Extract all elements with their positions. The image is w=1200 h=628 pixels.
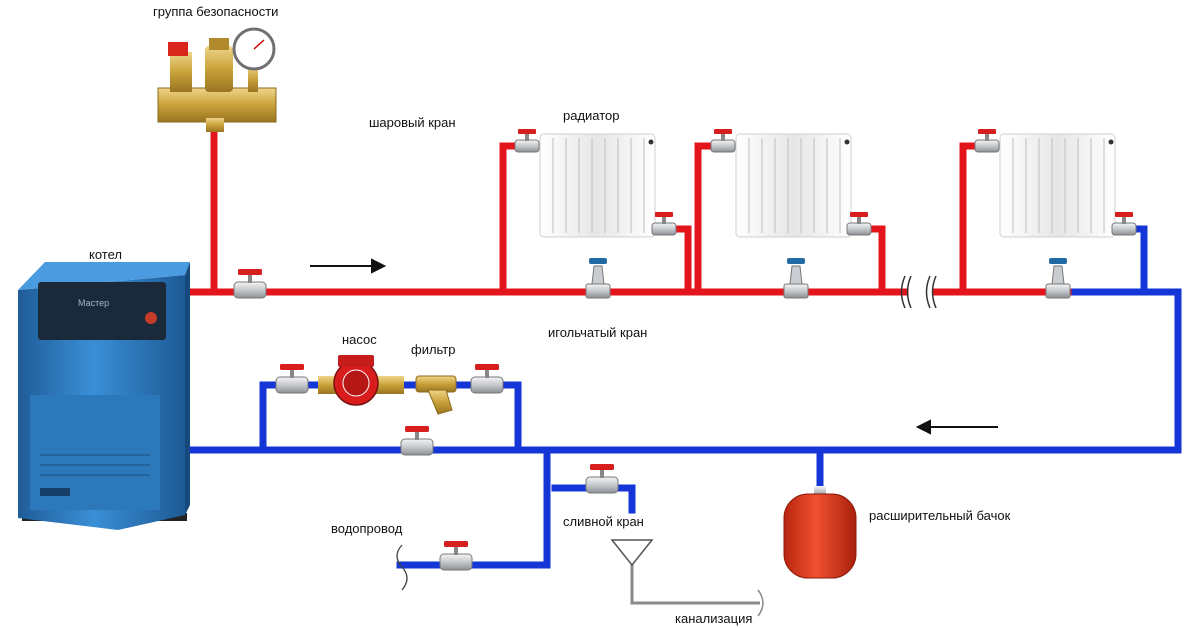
safety-group: [157, 27, 277, 132]
supply-riser-radiator-3: [959, 142, 984, 296]
water-supply-valve-icon: [439, 541, 473, 571]
expansion-tank: [783, 486, 857, 579]
ball-valve-icon: [651, 212, 677, 236]
filter-label: фильтр: [411, 342, 456, 357]
expansion-tank-label: расширительный бачок: [869, 508, 1011, 523]
supply-riser-radiator-1: [499, 142, 524, 296]
ball-valve-label: шаровый кран: [369, 115, 456, 130]
water-supply-label: водопровод: [331, 521, 403, 536]
radiator-1: [539, 133, 656, 238]
drain-valve-branch: [551, 484, 636, 514]
drain-valve-label: сливной кран: [563, 514, 644, 529]
needle-valve-icon: [1045, 258, 1071, 299]
supply-riser-radiator-2: [694, 142, 720, 296]
pump-inlet-valve-icon: [275, 364, 309, 394]
pump-label: насос: [342, 332, 377, 347]
circulation-pump: [318, 355, 404, 406]
sewer-line: [630, 560, 764, 617]
funnel-icon: [610, 539, 654, 567]
pump-bypass-loop: [259, 381, 522, 454]
arrow-left-icon: [915, 419, 998, 435]
boiler: Мастер: [18, 262, 190, 530]
radiator-label: радиатор: [563, 108, 620, 123]
ball-valve-icon: [846, 212, 872, 236]
radiator-2-return-drop: [856, 225, 886, 296]
return-main-pipe: [186, 288, 1182, 454]
radiator-1-return-drop: [661, 225, 692, 296]
needle-valve-icon: [783, 258, 809, 299]
safety-group-label: группа безопасности: [153, 4, 279, 19]
drain-ball-valve-icon: [585, 464, 619, 494]
pump-outlet-valve-icon: [470, 364, 504, 394]
arrow-right-icon: [310, 258, 387, 274]
strainer-filter: [415, 375, 457, 415]
pipe-break-icon: [900, 275, 937, 309]
radiator-3-return-drop: [1121, 225, 1148, 296]
ball-valve-icon: [1111, 212, 1137, 236]
radiator-ball-valves: [514, 129, 1137, 236]
needle-valve-label: игольчатый кран: [548, 325, 648, 340]
radiator-2: [735, 133, 852, 238]
sewer-label: канализация: [675, 611, 753, 626]
ball-valve-icon: [710, 129, 736, 153]
supply-ball-valve-icon: [233, 269, 267, 299]
main-ball-valves: [233, 269, 619, 571]
bypass-valve-icon: [400, 426, 434, 456]
radiator-3: [999, 133, 1116, 238]
needle-valve-icon: [585, 258, 611, 299]
boiler-brand: Мастер: [78, 298, 109, 308]
ball-valve-icon: [974, 129, 1000, 153]
boiler-label: котел: [89, 247, 122, 262]
ball-valve-icon: [514, 129, 540, 153]
water-supply-wave-icon: [396, 544, 408, 591]
needle-valves: [585, 258, 1071, 299]
